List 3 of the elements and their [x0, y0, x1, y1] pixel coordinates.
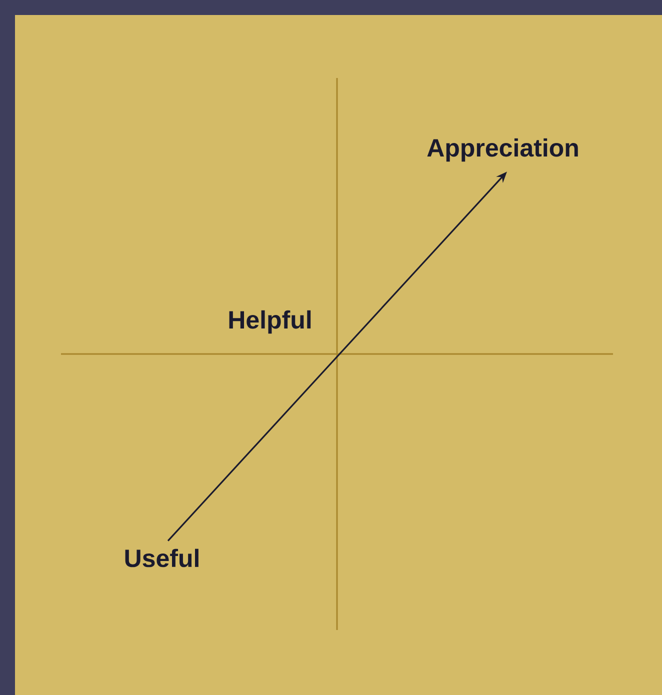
axis-label: Helpful [229, 310, 311, 334]
axis-label: Useful [125, 548, 198, 568]
axis-label: Appreciation [427, 138, 578, 162]
